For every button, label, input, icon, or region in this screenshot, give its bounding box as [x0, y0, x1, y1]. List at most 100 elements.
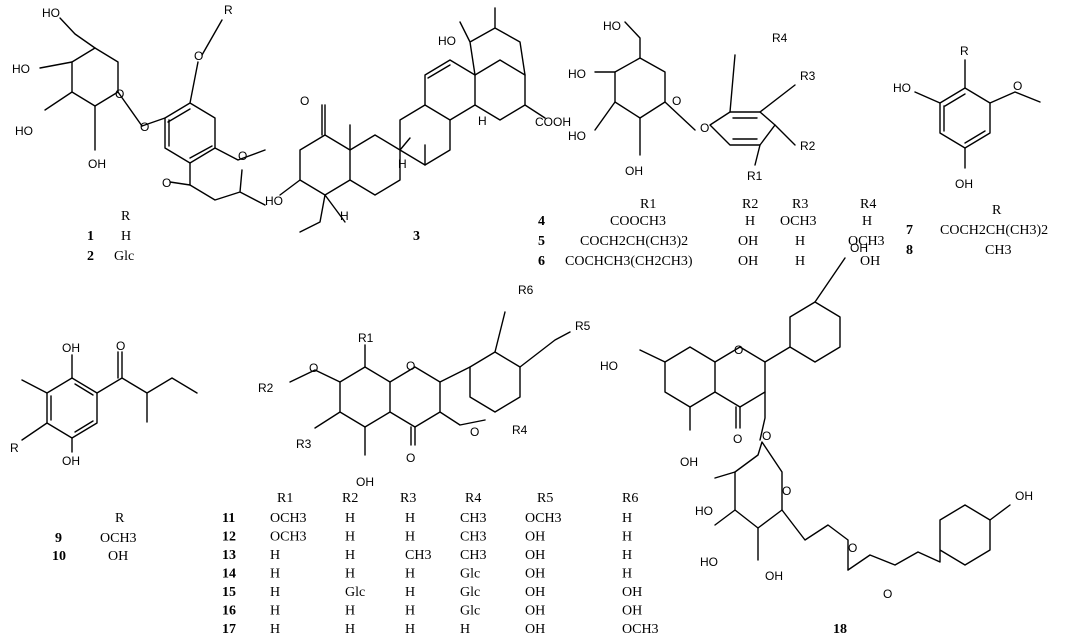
label-ho: HO	[600, 359, 618, 373]
cell-r2: H	[345, 567, 355, 582]
label-h: H	[478, 114, 487, 128]
table-compounds-4-6: R1 R2 R3 R4 4 COOCH3 H OCH3 H 5 COCH2CH(…	[538, 197, 885, 269]
label-r: R	[224, 3, 233, 17]
label-r4: R4	[512, 423, 528, 437]
label-o: O	[672, 94, 681, 108]
cell-r3: H	[405, 567, 415, 582]
compound-number-13: 13	[222, 548, 236, 563]
label-oh: OH	[62, 454, 80, 468]
compound-number-14: 14	[222, 567, 236, 582]
cell-r4: Glc	[460, 604, 480, 619]
compound-number-17: 17	[222, 622, 236, 637]
label-oh: OH	[680, 455, 698, 469]
label-r6: R6	[518, 283, 534, 297]
cell-r: H	[121, 229, 131, 244]
col-header-r: R	[115, 511, 125, 526]
compound-number-1: 1	[87, 229, 94, 244]
col-header-r2: R2	[342, 491, 358, 506]
cell-r4: OH	[860, 254, 880, 269]
cell-r2: OH	[738, 254, 758, 269]
col-header-r2: R2	[742, 197, 758, 212]
label-ho: HO	[603, 19, 621, 33]
label-r: R	[10, 441, 19, 455]
label-oh: OH	[765, 569, 783, 583]
structure-7-8: R HO O OH	[893, 44, 1041, 191]
cell-r1: COOCH3	[610, 214, 666, 229]
label-cooh: COOH	[535, 115, 571, 129]
label-r: R	[960, 44, 969, 58]
table-compounds-1-2: R 1 H 2 Glc	[87, 209, 134, 264]
label-oh: OH	[1015, 489, 1033, 503]
label-o: O	[162, 176, 171, 190]
col-header-r4: R4	[465, 491, 481, 506]
label-o: O	[470, 425, 479, 439]
cell-r: CH3	[985, 243, 1011, 258]
cell-r1: OCH3	[270, 530, 307, 545]
compound-number-16: 16	[222, 604, 236, 619]
cell-r3: OCH3	[780, 214, 817, 229]
compound-number-2: 2	[87, 249, 94, 264]
label-h: H	[340, 209, 349, 223]
label-oh: OH	[850, 241, 868, 255]
label-oh: OH	[625, 164, 643, 178]
cell-r6: H	[622, 530, 632, 545]
cell-r5: OH	[525, 622, 545, 637]
label-r2: R2	[258, 381, 274, 395]
col-header-r1: R1	[640, 197, 656, 212]
label-r3: R3	[296, 437, 312, 451]
label-o: O	[238, 149, 247, 163]
label-o: O	[406, 451, 415, 465]
col-header-r: R	[121, 209, 131, 224]
cell-r1: H	[270, 604, 280, 619]
cell-r5: OH	[525, 567, 545, 582]
label-oh: OH	[88, 157, 106, 171]
compound-number-7: 7	[906, 223, 913, 238]
structure-9-10: OH O OH R	[10, 339, 198, 468]
cell-r5: OH	[525, 604, 545, 619]
cell-r4: Glc	[460, 585, 480, 600]
label-ho: HO	[42, 6, 60, 20]
label-o: O	[116, 339, 125, 353]
structure-3: O HO H H H HO COOH 3	[265, 7, 571, 244]
cell-r3: H	[405, 604, 415, 619]
label-o: O	[782, 484, 791, 498]
cell-r: OH	[108, 549, 128, 564]
cell-r4: Glc	[460, 567, 480, 582]
col-header-r3: R3	[792, 197, 808, 212]
compound-number-6: 6	[538, 254, 545, 269]
cell-r6: OCH3	[622, 622, 659, 637]
cell-r4: CH3	[460, 530, 486, 545]
label-r1: R1	[358, 331, 374, 345]
cell-r6: H	[622, 567, 632, 582]
cell-r2: H	[345, 511, 355, 526]
cell-r3: H	[405, 622, 415, 637]
label-o: O	[733, 432, 742, 446]
cell-r4: H	[460, 622, 470, 637]
cell-r1: H	[270, 622, 280, 637]
structure-11-17: R1 R2 R3 O O O OH O R4 R5 R6	[258, 283, 591, 489]
cell-r3: CH3	[405, 548, 431, 563]
label-oh: OH	[955, 177, 973, 191]
compound-number-12: 12	[222, 530, 236, 545]
table-compounds-7-8: R 7 COCH2CH(CH3)2 8 CH3	[906, 203, 1048, 258]
cell-r6: H	[622, 511, 632, 526]
table-compounds-9-10: R 9 OCH3 10 OH	[52, 511, 137, 564]
col-header-r: R	[992, 203, 1002, 218]
cell-r3: H	[795, 254, 805, 269]
label-ho: HO	[12, 62, 30, 76]
cell-r2: H	[745, 214, 755, 229]
cell-r5: OH	[525, 585, 545, 600]
compound-number-8: 8	[906, 243, 913, 258]
cell-r1: COCH2CH(CH3)2	[580, 234, 688, 249]
label-o: O	[1013, 79, 1022, 93]
cell-r2: H	[345, 530, 355, 545]
compound-number-11: 11	[222, 511, 235, 526]
structure-4-6: HO HO HO OH O O R4 R3 R2 R1	[568, 19, 816, 183]
cell-r6: H	[622, 548, 632, 563]
label-o: O	[194, 49, 203, 63]
cell-r3: H	[405, 585, 415, 600]
label-r5: R5	[575, 319, 591, 333]
cell-r5: OCH3	[525, 511, 562, 526]
label-r4: R4	[772, 31, 788, 45]
